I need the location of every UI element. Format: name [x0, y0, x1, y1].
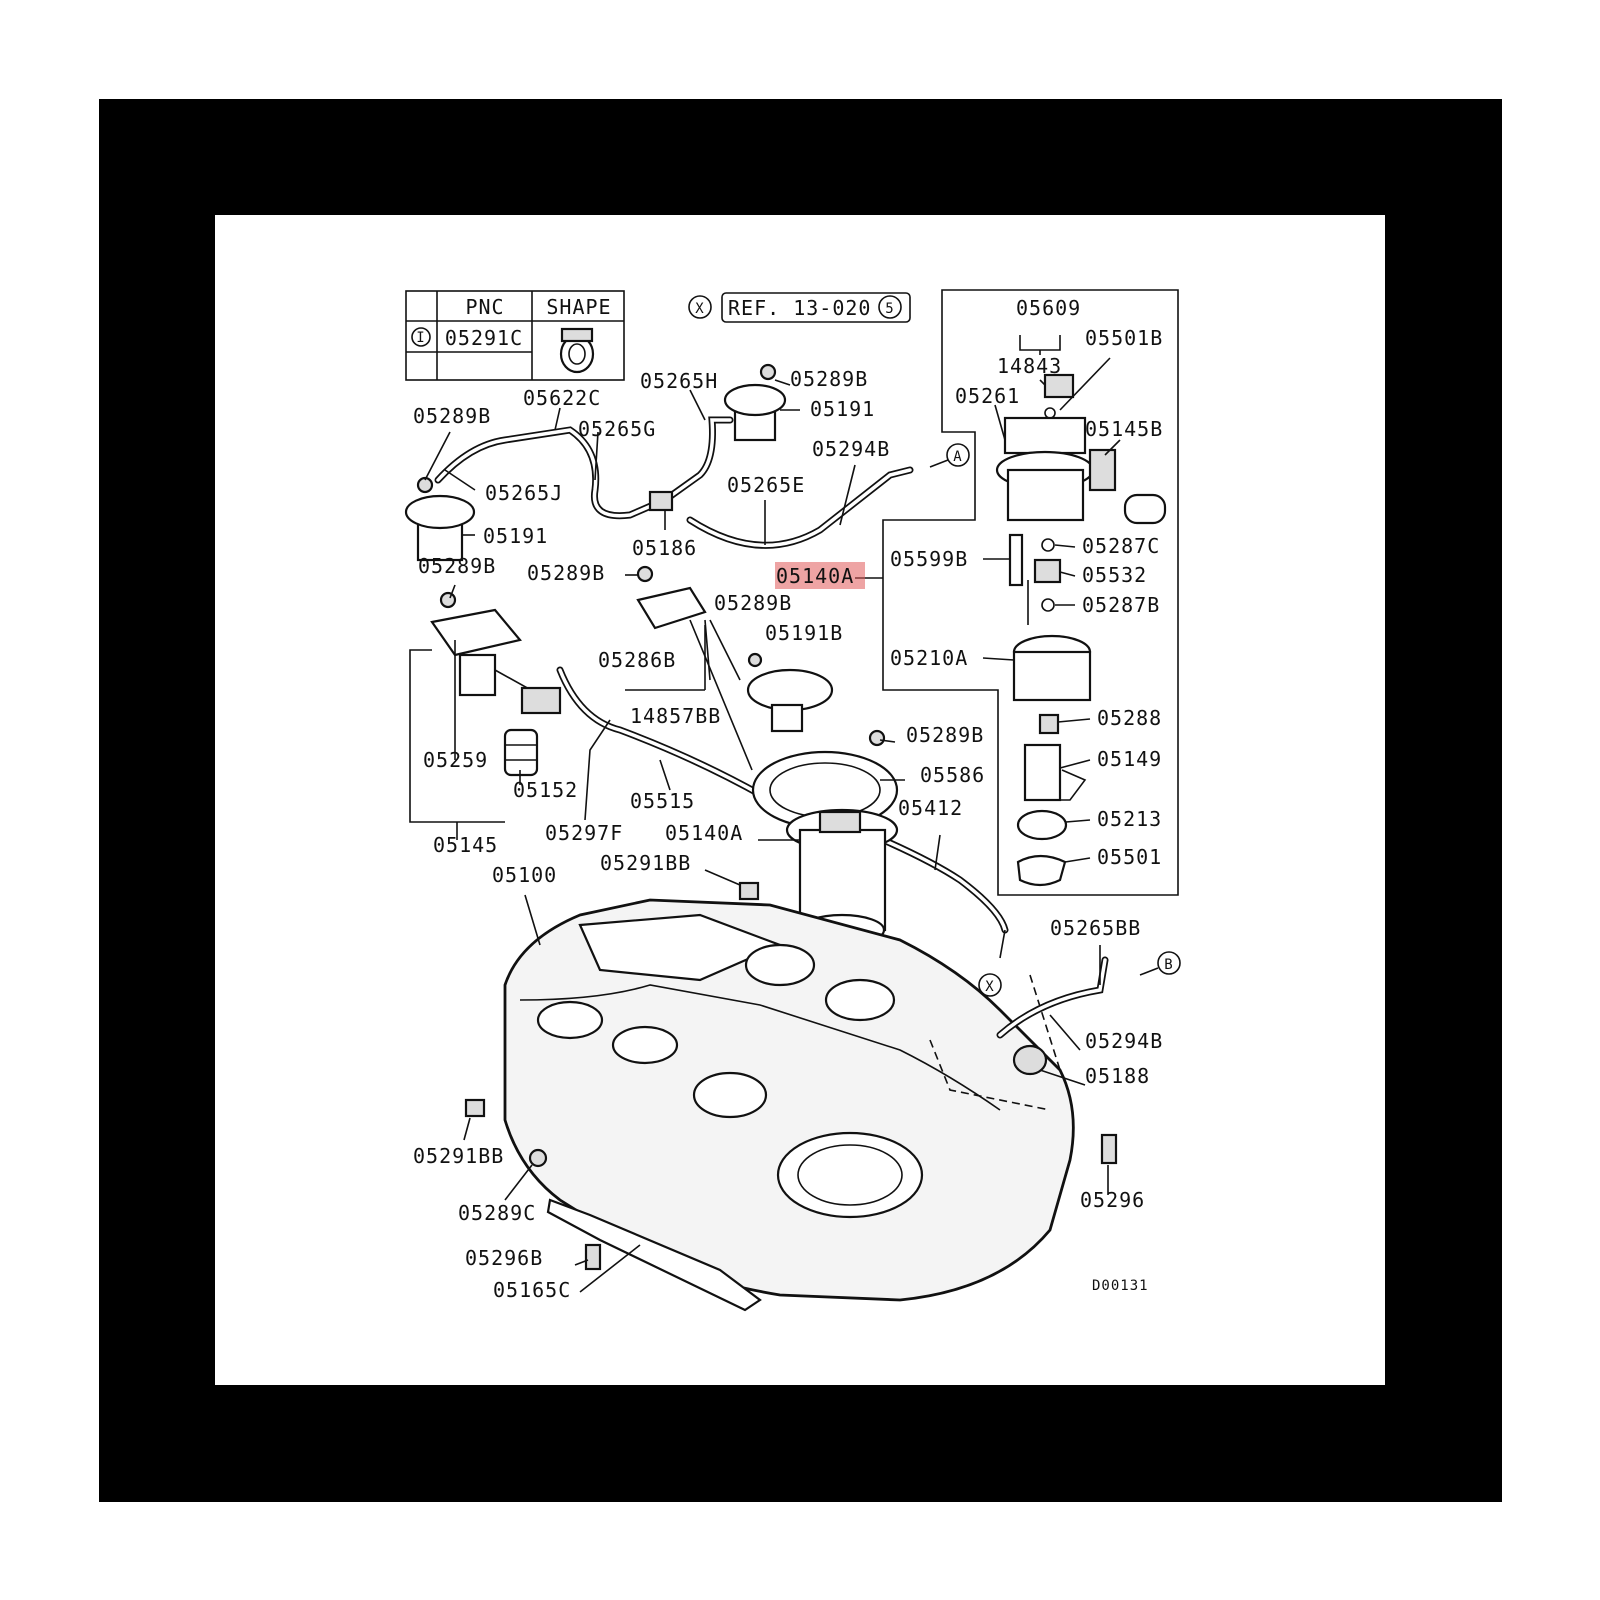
label-05609: 05609 — [1016, 296, 1081, 320]
diagram-code: D00131 — [1092, 1278, 1149, 1294]
clip-05291BB-top — [738, 881, 760, 901]
label-05622C: 05622C — [523, 386, 601, 410]
label-05289C: 05289C — [458, 1201, 536, 1225]
label-05287C: 05287C — [1082, 534, 1160, 558]
svg-text:B: B — [1164, 957, 1173, 973]
label-05186: 05186 — [632, 536, 697, 560]
bolt-05296 — [1100, 1133, 1118, 1165]
label-05213: 05213 — [1097, 807, 1162, 831]
clip-shape-icon — [559, 327, 595, 374]
label-05149: 05149 — [1097, 747, 1162, 771]
label-05191B: 05191B — [765, 621, 843, 645]
label-05296B: 05296B — [465, 1246, 543, 1270]
label-05289B-top: 05289B — [413, 404, 491, 428]
label-05188: 05188 — [1085, 1064, 1150, 1088]
label-05296: 05296 — [1080, 1188, 1145, 1212]
label-05515: 05515 — [630, 789, 695, 813]
grommet-05188 — [1012, 1044, 1048, 1076]
bolt-05289C — [528, 1148, 548, 1168]
label-05140A: 05140A — [665, 821, 743, 845]
label-05532: 05532 — [1082, 563, 1147, 587]
fuel-tank-05100 — [503, 898, 1075, 1302]
connector-x: X — [978, 929, 1006, 997]
label-05261: 05261 — [955, 384, 1020, 408]
leader-lines — [409, 335, 1121, 1293]
label-05140A-highlight: 05140A — [776, 564, 854, 588]
part-labels: 05289B 05622C 05265H 05289B 05191 05265G… — [413, 296, 1163, 1302]
label-05501: 05501 — [1097, 845, 1162, 869]
pnc-shape-table: PNC SHAPE I 05291C — [405, 290, 625, 381]
label-05288: 05288 — [1097, 706, 1162, 730]
table-row-pnc: 05291C — [445, 326, 523, 350]
fuel-sender-unit — [430, 591, 562, 777]
label-05289B-lower: 05289B — [906, 723, 984, 747]
label-05294B-bottom: 05294B — [1085, 1029, 1163, 1053]
highlight-05140A — [775, 562, 865, 589]
svg-text:A: A — [953, 449, 962, 465]
label-05289B-left: 05289B — [418, 554, 496, 578]
filler-flange-left — [404, 476, 476, 562]
reference-box: X REF. 13-020 5 — [688, 292, 911, 323]
cap-05191B — [746, 652, 834, 733]
label-05412: 05412 — [898, 796, 963, 820]
label-05297F: 05297F — [545, 821, 623, 845]
label-05191-top: 05191 — [810, 397, 875, 421]
label-05265BB: 05265BB — [1050, 916, 1141, 940]
pump-flange-05286B — [636, 565, 753, 771]
label-05145B: 05145B — [1085, 417, 1163, 441]
clip-05291BB-left — [464, 1098, 486, 1118]
label-05265G: 05265G — [578, 417, 656, 441]
upper-hose-assembly — [434, 416, 914, 549]
label-05291BB-top: 05291BB — [600, 851, 691, 875]
label-05289B-mid: 05289B — [527, 561, 605, 585]
label-05145: 05145 — [433, 833, 498, 857]
ref-text: REF. 13-020 — [728, 296, 871, 320]
pump-exploded-box — [855, 289, 1179, 896]
connector-b: B — [1139, 951, 1181, 976]
label-14843: 14843 — [997, 354, 1062, 378]
label-05265E: 05265E — [727, 473, 805, 497]
label-05152: 05152 — [513, 778, 578, 802]
label-14857BB: 14857BB — [630, 704, 721, 728]
table-header-shape: SHAPE — [546, 295, 611, 319]
label-05289B-mid2: 05289B — [714, 591, 792, 615]
bracket-05165C — [546, 1198, 762, 1312]
connector-a: A — [929, 443, 970, 468]
bolt-05296B — [584, 1243, 602, 1271]
ref-marker: X — [695, 301, 704, 317]
label-05165C: 05165C — [493, 1278, 571, 1302]
svg-text:X: X — [985, 979, 994, 995]
label-05210A: 05210A — [890, 646, 968, 670]
label-05289B-right: 05289B — [790, 367, 868, 391]
label-05265H: 05265H — [640, 369, 718, 393]
label-05100: 05100 — [492, 863, 557, 887]
label-05286B: 05286B — [598, 648, 676, 672]
label-05294B-top: 05294B — [812, 437, 890, 461]
label-05599B: 05599B — [890, 547, 968, 571]
label-05265J: 05265J — [485, 481, 563, 505]
label-05191-left: 05191 — [483, 524, 548, 548]
ref-number: 5 — [885, 301, 894, 317]
label-05259: 05259 — [423, 748, 488, 772]
label-05586: 05586 — [920, 763, 985, 787]
label-05501B: 05501B — [1085, 326, 1163, 350]
table-row-marker: I — [416, 330, 425, 346]
filler-flange-top — [723, 363, 787, 442]
label-05287B: 05287B — [1082, 593, 1160, 617]
label-05291BB-left: 05291BB — [413, 1144, 504, 1168]
table-header-pnc: PNC — [465, 295, 504, 319]
